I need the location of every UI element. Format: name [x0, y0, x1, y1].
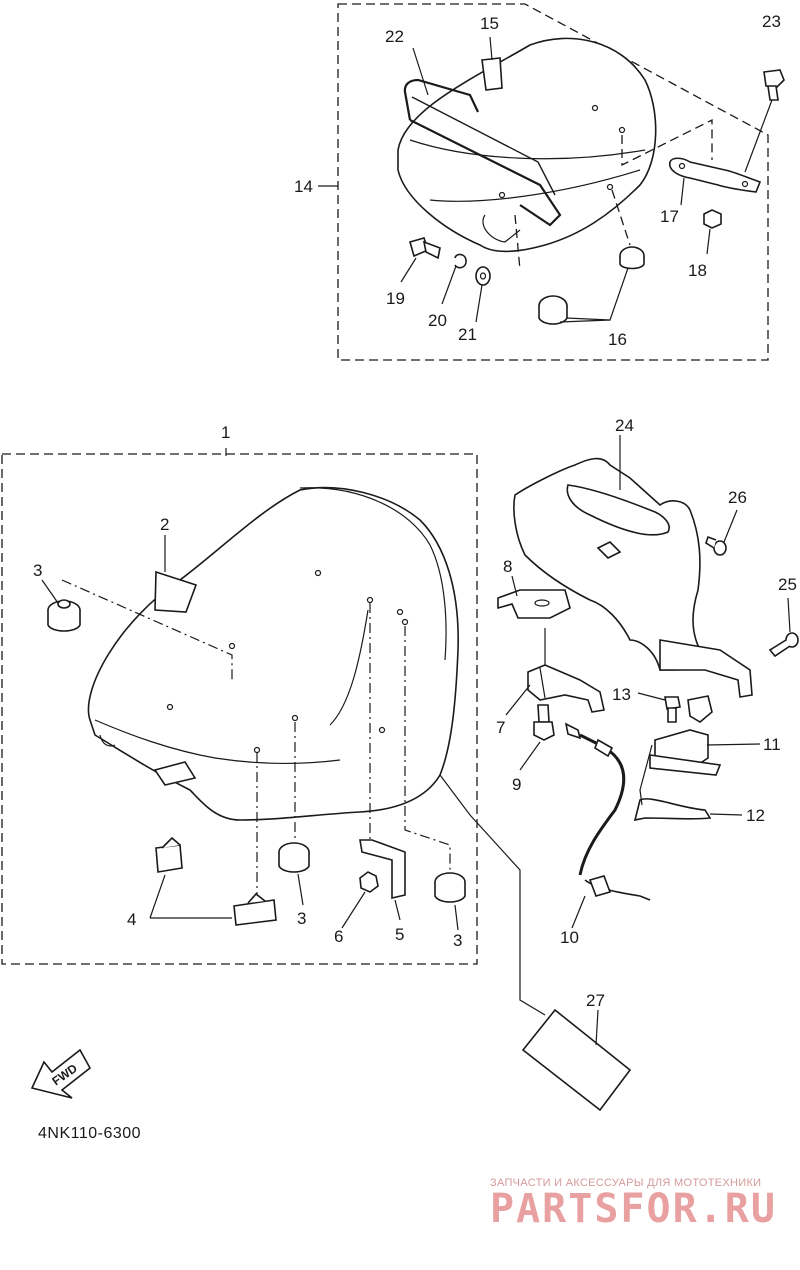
bolt-9 [533, 704, 555, 741]
seat-lock-cable [564, 722, 651, 901]
callout-3-mid: 3 [297, 909, 306, 928]
callout-25: 25 [778, 575, 797, 594]
owners-card [521, 1008, 632, 1112]
seat-tag [154, 570, 198, 613]
nut-plate-4b [233, 899, 277, 926]
damper-16b [538, 295, 568, 325]
callout-11: 11 [763, 735, 781, 754]
callout-15: 15 [480, 14, 499, 33]
seat-bracket [668, 157, 762, 193]
bracket-5 [359, 839, 406, 900]
callout-26: 26 [728, 488, 747, 507]
damper-16a [619, 246, 645, 270]
main-seat-cushion [87, 486, 459, 821]
damper-3c [434, 872, 466, 903]
bracket-7 [527, 664, 605, 713]
callout-16: 16 [608, 330, 627, 349]
callout-9: 9 [512, 775, 521, 794]
grab-rail [403, 78, 562, 227]
seat-tag [481, 57, 503, 91]
callout-14: 14 [294, 177, 313, 196]
callout-10: 10 [560, 928, 579, 947]
watermark: ЗАПЧАСТИ И АКСЕССУАРЫ ДЛЯ МОТОТЕХНИКИ PA… [490, 1177, 777, 1232]
rear-seat-group-frame [337, 3, 769, 361]
callout-3-right: 3 [453, 931, 462, 950]
callout-22: 22 [385, 27, 404, 46]
damper-3a [47, 599, 81, 632]
callout-5: 5 [395, 925, 404, 944]
screw-25 [768, 632, 799, 658]
nut-plate-4a [155, 844, 183, 873]
callout-12: 12 [746, 806, 765, 825]
callout-4: 4 [127, 910, 136, 929]
damper-3b [278, 842, 310, 873]
rear-seat-cushion [397, 37, 657, 253]
callout-8: 8 [503, 557, 512, 576]
screw-26 [705, 535, 727, 556]
seat-lock [649, 695, 722, 776]
callout-24: 24 [615, 416, 634, 435]
callout-3-left: 3 [33, 561, 42, 580]
lock-and-cover-group [497, 457, 799, 901]
washer-21 [475, 266, 491, 286]
circlip-20 [454, 253, 467, 269]
callout-20: 20 [428, 311, 447, 330]
bolt-23 [763, 69, 785, 101]
bolt-19 [409, 237, 441, 260]
callout-13: 13 [612, 685, 631, 704]
callout-23: 23 [762, 12, 781, 31]
callout-17: 17 [660, 207, 679, 226]
main-seat-group-frame [1, 453, 478, 965]
nut-18 [703, 209, 722, 229]
nut-6 [359, 871, 379, 893]
catalog-code: 4NK110-6300 [38, 1125, 141, 1142]
callout-27: 27 [586, 991, 605, 1010]
callout-18: 18 [688, 261, 707, 280]
forward-arrow-icon: FWD [30, 1048, 92, 1099]
watermark-tagline: ЗАПЧАСТИ И АКСЕССУАРЫ ДЛЯ МОТОТЕХНИКИ [490, 1177, 761, 1189]
bracket-8 [497, 589, 571, 619]
callout-7: 7 [496, 718, 505, 737]
rear-seat-group [337, 3, 785, 361]
callout-19: 19 [386, 289, 405, 308]
watermark-brand: PARTSFOR.RU [490, 1186, 777, 1232]
callout-21: 21 [458, 325, 477, 344]
callout-2: 2 [160, 515, 169, 534]
screw-13 [664, 696, 681, 723]
main-seat-group [1, 453, 546, 1016]
lock-plate [633, 798, 712, 822]
callout-6: 6 [334, 927, 343, 946]
callout-1: 1 [221, 423, 230, 442]
